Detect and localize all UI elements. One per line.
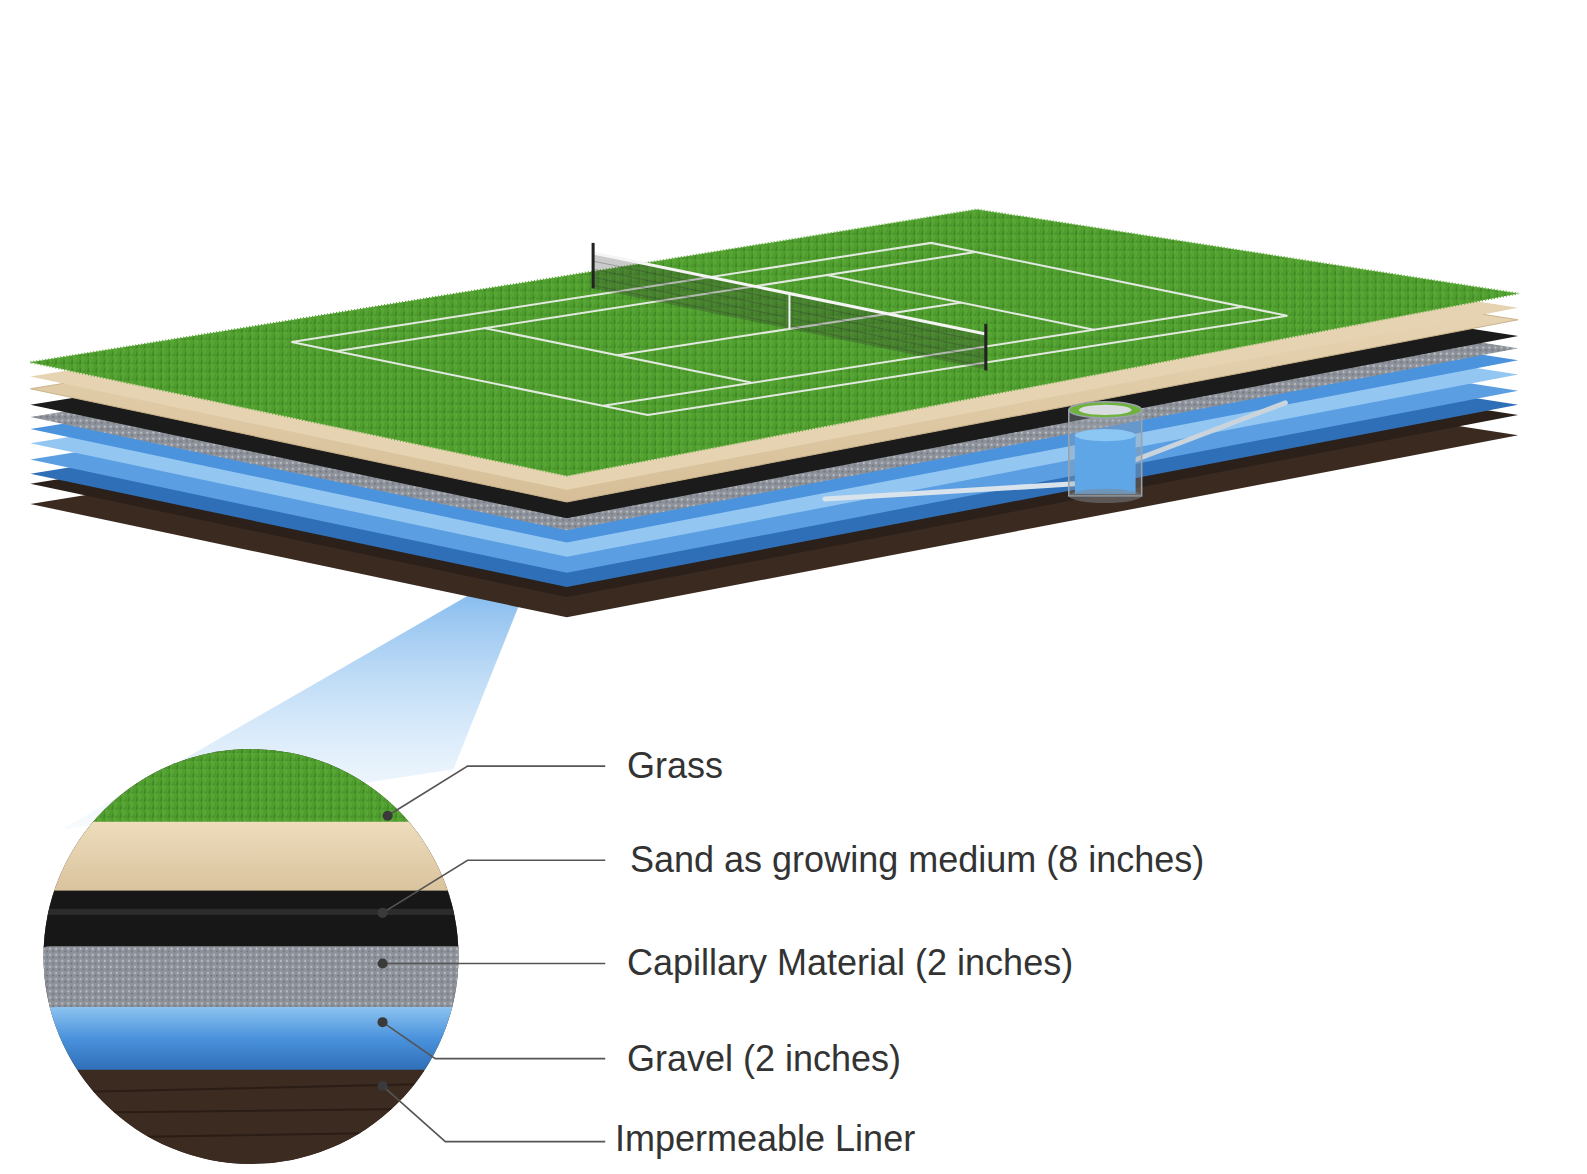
layer-label: Capillary Material (2 inches)	[627, 943, 1073, 983]
layer-label: Sand as growing medium (8 inches)	[630, 840, 1204, 880]
layer-label: Gravel (2 inches)	[627, 1039, 901, 1079]
layer-label: Grass	[627, 746, 723, 786]
layer-label: Impermeable Liner	[615, 1119, 915, 1159]
